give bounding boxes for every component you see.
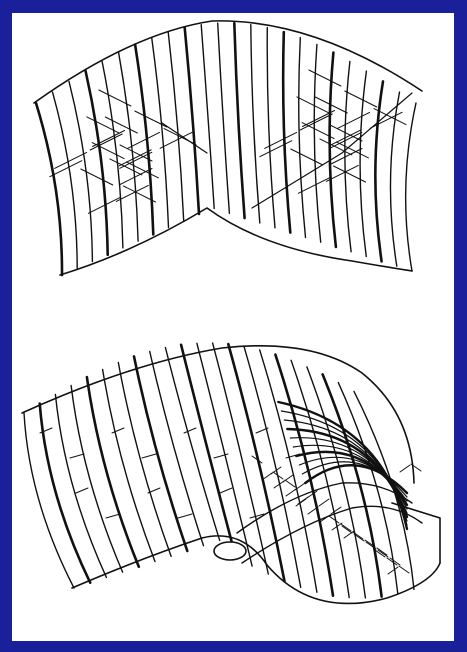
lower-bedding-line [103,369,155,561]
lower-bedding-line [87,377,139,567]
upper-fracture-tick [300,114,332,130]
lower-bedding-lines [24,343,414,598]
lower-fracture-tick [329,516,339,523]
lower-fracture-tick [341,524,351,531]
lower-fracture-tick [344,531,354,538]
upper-outline-bottom [60,208,412,275]
upper-bedding-line [390,92,399,266]
lower-fracture-diagram [12,333,454,633]
lower-fracture-tick [184,428,196,433]
upper-bedding-line [234,23,244,218]
upper-bedding-line [251,25,260,223]
lower-bedding-line [24,413,74,588]
upper-fracture-tick [116,185,148,201]
upper-bedding-line [185,28,199,214]
upper-bedding-line [406,103,416,271]
lower-bedding-line [291,360,349,597]
lower-fracture-tick [342,526,352,533]
upper-fracture-tick [135,111,167,127]
lower-fracture-tick [178,514,192,518]
upper-fracture-tick [87,117,119,133]
upper-bedding-line [36,103,62,275]
lower-fracture-tick [70,454,84,458]
upper-bedding-line [86,71,108,255]
lower-outline-bottom [72,536,440,604]
upper-fracture-tick [128,132,160,148]
lower-bedding-line [338,383,398,594]
upper-fracture-tick [330,149,362,165]
lower-fracture-tick [388,567,398,574]
upper-bedding-line [69,81,92,261]
lower-bedding-line [134,356,187,551]
upper-fracture-tick [298,177,330,193]
lower-bedding-line [118,362,171,556]
lower-bedding-line [71,386,123,573]
upper-fracture-tick [90,134,122,150]
upper-bedding-line [152,38,169,228]
upper-fracture-tick [338,112,370,128]
lower-fracture-tick [286,489,296,496]
upper-fracture-tick [120,169,152,185]
upper-bedding-line [299,38,306,238]
lower-fracture-tick [377,548,387,555]
lower-bedding-line [213,343,269,574]
lower-bedding-line [181,345,236,558]
lower-fracture-tick [142,454,156,458]
upper-fracture-tick [345,91,377,107]
upper-shear-line [162,123,207,153]
upper-fracture-diagram [12,13,454,303]
upper-bedding-line [53,92,78,268]
lower-fracture-tick [400,465,410,472]
lower-fracture-tick [220,488,232,493]
upper-bedding-line [168,32,184,221]
upper-bedding-line [218,23,230,213]
lower-fold-drawing [12,333,454,633]
upper-fracture-tick [105,117,137,133]
upper-fracture-tick [291,149,323,165]
lower-fracture-tick [76,488,88,493]
slide-panel [12,13,454,641]
upper-bedding-line [283,32,290,233]
upper-fracture-tick [309,70,341,86]
lower-fracture-tick [319,499,329,506]
lower-right-edge [392,503,440,563]
lower-fracture-tick [399,566,409,573]
lower-fracture-tick [106,514,120,518]
upper-fracture-tick [297,97,329,113]
lower-fracture-tick [353,532,363,539]
upper-bedding-line [375,81,383,261]
upper-bedding-line [135,45,153,235]
lower-fracture-tick [262,473,272,480]
lower-fracture-tick [296,499,306,506]
upper-bedding-line [201,25,214,209]
upper-fold-drawing [12,13,454,303]
upper-fracture-tick [330,125,362,141]
lower-fracture-tick [283,475,293,482]
crushed-pod [214,542,246,560]
lower-bedding-line [275,355,333,596]
lower-fracture-tick [285,480,295,487]
lower-bedding-line [55,394,106,577]
upper-fracture-tick [92,143,124,159]
upper-fracture-tick [81,169,113,185]
